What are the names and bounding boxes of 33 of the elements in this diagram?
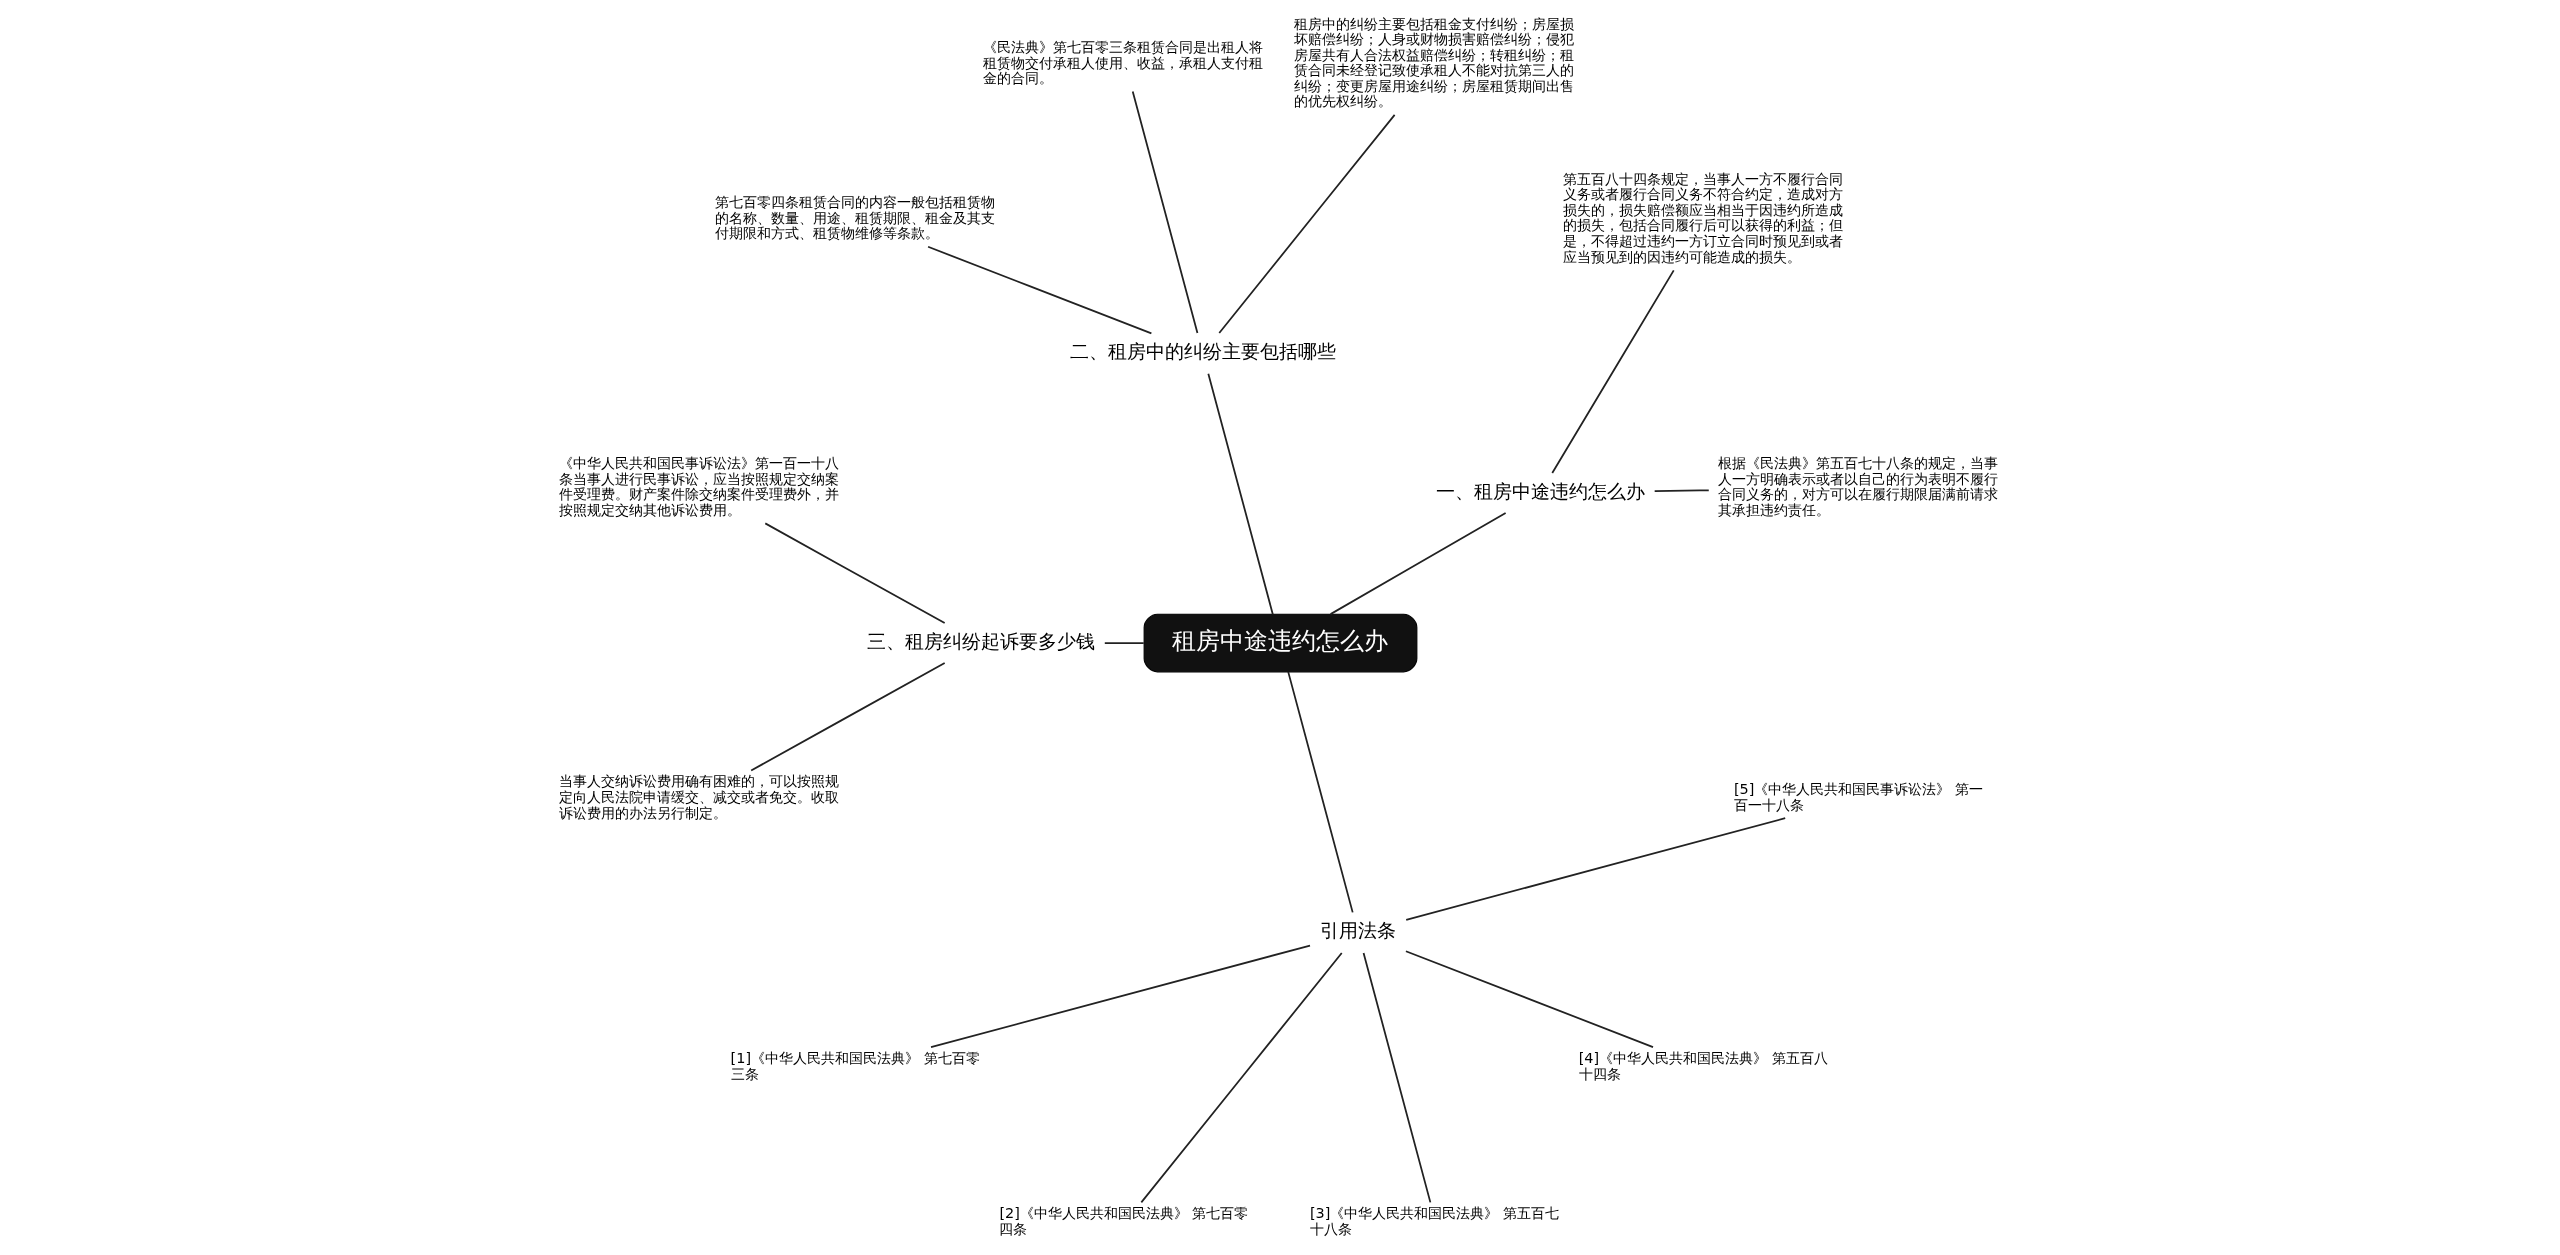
- node-text: 三、租房纠纷起诉要多少钱: [866, 630, 1095, 652]
- node-text: 根据《民法典》第五百七十八条的规定，当事人一方明确表示或者以自己的行为表明不履行合同义务的，对方可以在履行期限届满前请求其承担违约责任。: [1717, 455, 1998, 518]
- node-text: [2]《中华人民共和国民法典》 第七百零四条: [998, 1205, 1248, 1237]
- connector: [1217, 113, 1395, 334]
- connector: [1362, 952, 1431, 1204]
- node-box: 租房中途违约怎么办: [1143, 613, 1417, 673]
- node-text: 第五百八十四条规定，当事人一方不履行合同义务或者履行合同义务不符合约定，造成对方损失的，损失赔偿额应当相当于因违约所造成的损失，包括合同履行后可以获得的利益；但是，不得超过违约一方订立合同时预见到或者应当预见到的因违约可能造成的损失。: [1562, 170, 1843, 265]
- connector: [1550, 269, 1675, 474]
- node-text: [4]《中华人民共和国民法典》 第五百八十四条: [1578, 1050, 1828, 1082]
- connector: [1103, 642, 1145, 644]
- node-text: 《民法典》第七百零三条租赁合同是出租人将租赁物交付承租人使用、收益，承租人支付租金的合同。: [982, 38, 1263, 87]
- connector: [929, 944, 1311, 1048]
- node-text: [1]《中华人民共和国民法典》 第七百零三条: [730, 1050, 980, 1082]
- connector: [763, 522, 946, 624]
- connector: [1139, 952, 1343, 1204]
- node-text: 《中华人民共和国民事诉讼法》第一百一十八条当事人进行民事诉讼，应当按照规定交纳案件受理费。财产案件除交纳案件受理费外，并按照规定交纳其他诉讼费用。: [558, 455, 839, 518]
- connector: [1131, 90, 1198, 334]
- node-text: [3]《中华人民共和国民法典》 第五百七十八条: [1309, 1205, 1559, 1237]
- node-text: 当事人交纳诉讼费用确有困难的，可以按照规定向人民法院申请缓交、减交或者免交。收取诉讼费用的办法另行制定。: [558, 773, 839, 821]
- connector: [1404, 950, 1654, 1048]
- connector: [749, 662, 946, 772]
- node-text: 第七百零四条租赁合同的内容一般包括租赁物的名称、数量、用途、租赁期限、租金及其支付期限和方式、租赁物维修等条款。: [714, 194, 995, 242]
- connector: [1653, 489, 1710, 493]
- connector: [1286, 670, 1354, 914]
- node-text: 二、租房中的纠纷主要包括哪些: [1069, 340, 1336, 362]
- node-text: 引用法条: [1319, 920, 1396, 942]
- node-text: 租房中的纠纷主要包括租金支付纠纷；房屋损坏赔偿纠纷；人身或财物损害赔偿纠纷；侵犯房屋共有人合法权益赔偿纠纷；转租纠纷；租赁合同未经登记致使承租人不能对抗第三人的纠纷；变更房屋用途纠纷；房屋租赁期间出售的优先权纠纷。: [1293, 15, 1574, 110]
- connector: [1329, 512, 1506, 615]
- connector: [1206, 372, 1274, 616]
- connector: [1404, 817, 1786, 921]
- node-text: [5]《中华人民共和国民事诉讼法》 第一百一十八条: [1733, 781, 1983, 813]
- node-text: 一、租房中途违约怎么办: [1435, 480, 1645, 502]
- connector: [926, 245, 1152, 335]
